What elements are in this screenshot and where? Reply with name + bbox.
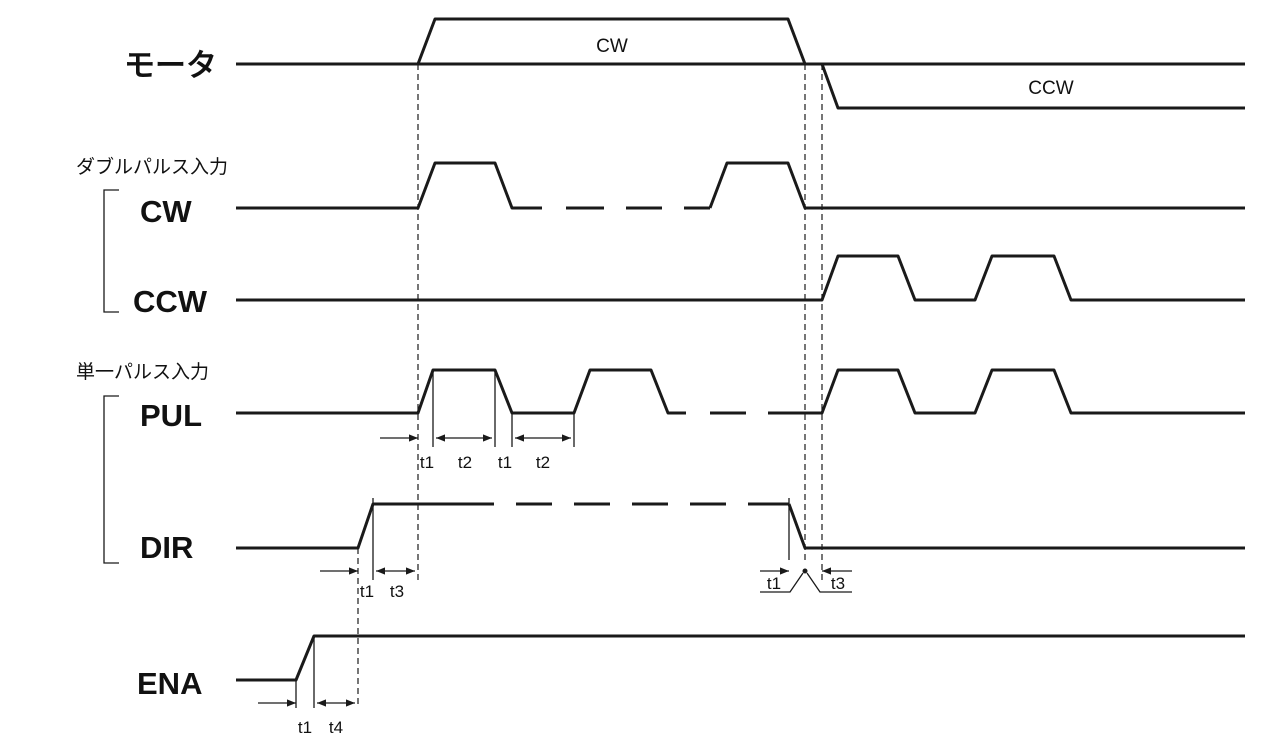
group-label-double-pulse: ダブルパルス入力: [76, 155, 228, 178]
motor-state-cw: CW: [596, 36, 628, 57]
dir-timing-dot: [802, 568, 808, 574]
motor-state-ccw: CCW: [1028, 78, 1073, 99]
dir-waveform-start: [236, 502, 494, 550]
signal-label-pul: PUL: [140, 398, 202, 433]
motor-cw-state: [416, 17, 807, 65]
ena-t1-label: t1: [298, 718, 312, 737]
dir-waveform-end: [787, 503, 1245, 550]
cw-waveform-end: [708, 161, 1245, 210]
signal-label-ena: ENA: [137, 666, 202, 701]
ena-waveform: [236, 634, 1245, 682]
ena-t4-label: t4: [329, 718, 343, 737]
bracket-double-pulse: [103, 189, 119, 313]
pul-t1-label-a: t1: [420, 453, 434, 472]
dir-t3-label-b: t3: [831, 574, 845, 593]
bracket-single-pulse: [103, 395, 119, 564]
dir-t3-leader: [806, 572, 852, 593]
motor-ccw-state: [820, 63, 1245, 110]
signal-label-cw: CW: [140, 194, 192, 229]
cw-waveform-start: [236, 161, 542, 210]
dir-t1-leader: [760, 572, 804, 593]
pul-waveform-end: [806, 368, 1245, 415]
group-label-single-pulse: 単一パルス入力: [76, 361, 209, 383]
signal-label-ccw: CCW: [133, 284, 208, 319]
dir-t1-label-b: t1: [767, 574, 781, 593]
dir-t1-label-a: t1: [360, 582, 374, 601]
dir-t3-label-a: t3: [390, 582, 404, 601]
ccw-waveform: [236, 254, 1245, 302]
pul-t2-label-a: t2: [458, 453, 472, 472]
pul-waveform-start: [236, 368, 686, 415]
signal-label-dir: DIR: [140, 530, 193, 565]
pul-t2-label-b: t2: [536, 453, 550, 472]
pul-t1-label-b: t1: [498, 453, 512, 472]
signal-label-motor: モータ: [124, 48, 217, 83]
